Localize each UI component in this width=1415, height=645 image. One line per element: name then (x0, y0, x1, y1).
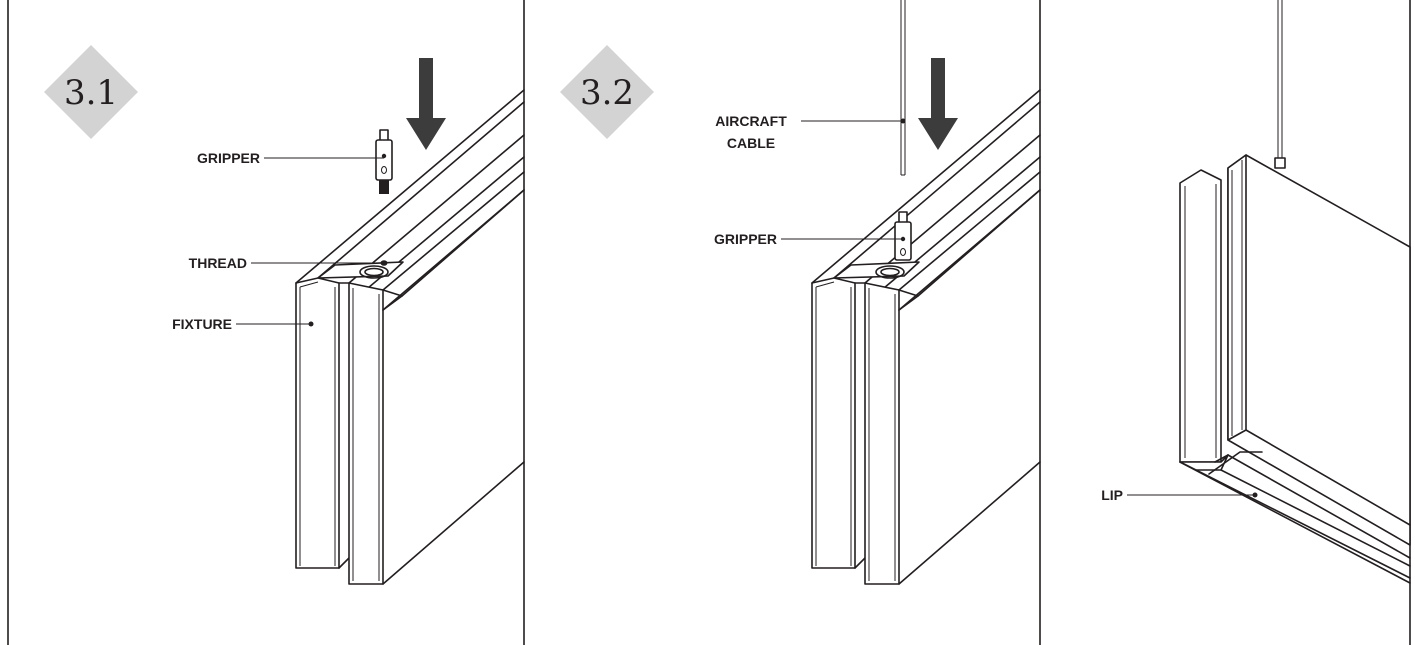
label-gripper: GRIPPER (197, 150, 260, 166)
callout-gripper: GRIPPER (714, 231, 903, 247)
label-thread: THREAD (189, 255, 247, 271)
fixture-front-slab (1227, 154, 1411, 546)
step-3-3-panel: LIP (1101, 0, 1411, 584)
step-badge-label: 3.1 (64, 73, 118, 113)
fixture-bottom-rails (1179, 451, 1411, 584)
step-badge-3-1: 3.1 (44, 45, 138, 139)
aircraft-cable-icon (1274, 0, 1286, 169)
fixture-crossbar (317, 261, 404, 279)
aircraft-cable-icon (900, 0, 906, 176)
down-arrow-icon (406, 58, 446, 150)
label-cable: CABLE (727, 135, 775, 151)
label-lip: LIP (1101, 487, 1123, 503)
step-3-1-panel: 3.1 (44, 45, 525, 585)
fixture-crossbar (833, 261, 920, 279)
gripper-icon (375, 129, 393, 194)
step-badge-3-2: 3.2 (560, 45, 654, 139)
step-3-2-panel: 3.2 (560, 0, 1041, 585)
fixture-body (295, 189, 525, 585)
down-arrow-icon (918, 58, 958, 150)
step-badge-label: 3.2 (580, 73, 634, 113)
callout-fixture: FIXTURE (172, 316, 314, 332)
gripper-icon (894, 211, 912, 261)
label-gripper: GRIPPER (714, 231, 777, 247)
label-aircraft: AIRCRAFT (715, 113, 787, 129)
label-fixture: FIXTURE (172, 316, 232, 332)
callout-lip: LIP (1101, 487, 1258, 503)
callout-aircraft-cable: AIRCRAFT CABLE (715, 113, 903, 151)
fixture-back-slab (1179, 169, 1222, 463)
callout-thread: THREAD (189, 255, 384, 271)
callout-gripper: GRIPPER (197, 150, 384, 166)
fixture-body (811, 189, 1041, 585)
